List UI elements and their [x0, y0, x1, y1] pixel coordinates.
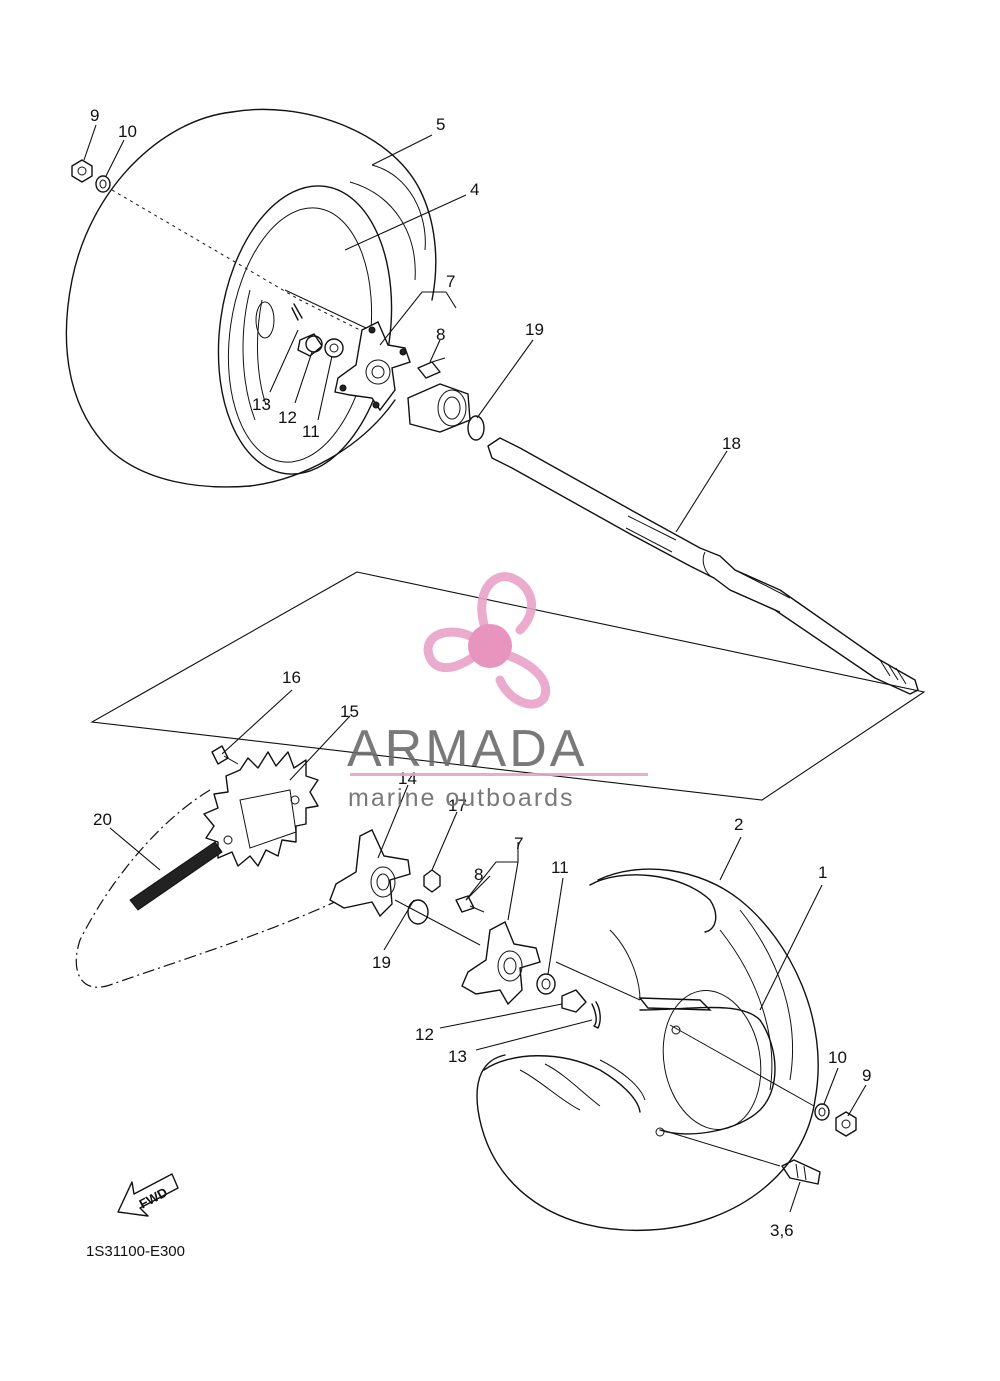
rear-tire-lower [476, 868, 819, 1232]
callout-labels: 9 10 5 4 7 8 19 13 12 11 18 16 15 14 17 … [90, 106, 871, 1240]
watermark-brand: ARMADA [347, 720, 587, 778]
nut-washer-set-upper [291, 303, 344, 358]
callout-12-top: 12 [278, 408, 297, 427]
callout-1: 1 [818, 863, 827, 882]
watermark-underline [350, 773, 648, 776]
axle-nut-upper [71, 159, 111, 193]
leader-lines [83, 124, 867, 1213]
callout-17: 17 [448, 796, 467, 815]
drive-sprocket [203, 751, 319, 867]
rear-axle-shaft [487, 437, 919, 695]
drive-chain [75, 789, 361, 988]
o-ring-upper [467, 415, 485, 441]
callout-2: 2 [734, 815, 743, 834]
callout-9-top: 9 [90, 106, 99, 125]
callout-18: 18 [722, 434, 741, 453]
callout-12-bottom: 12 [415, 1025, 434, 1044]
callout-3-6: 3,6 [770, 1221, 794, 1240]
callout-9-bottom: 9 [862, 1066, 871, 1085]
hub-bolt-lower [455, 895, 485, 913]
callout-19-top: 19 [525, 320, 544, 339]
watermark-tagline: marine outboards [348, 784, 575, 812]
diagram-code: 1S31100-E300 [86, 1243, 185, 1260]
exploded-view-frame [90, 571, 926, 801]
propeller-logo-icon [423, 572, 551, 709]
wheel-hub-lower [461, 921, 541, 1006]
callout-7-bottom: 7 [514, 834, 523, 853]
axis-line-lower [394, 899, 481, 946]
armada-watermark: ARMADA marine outboards [347, 572, 648, 812]
forward-direction-arrow: FWD [117, 1173, 179, 1217]
washer-lower [536, 973, 556, 995]
castle-nut-lower [561, 989, 601, 1029]
callout-20: 20 [93, 810, 112, 829]
callout-13-top: 13 [252, 395, 271, 414]
callout-11-top: 11 [302, 422, 320, 441]
callout-4: 4 [470, 180, 479, 199]
callout-19-bottom: 19 [372, 953, 391, 972]
sprocket-hub [329, 829, 411, 918]
callout-10-top: 10 [118, 122, 137, 141]
sprocket-hub-nut [423, 869, 441, 893]
o-ring-lower [407, 899, 429, 925]
valve-stem [781, 1159, 821, 1185]
callout-16: 16 [282, 668, 301, 687]
bearing-housing [407, 383, 471, 433]
axis-line-upper [111, 189, 361, 331]
callout-15: 15 [340, 702, 359, 721]
wheel-hub-upper [334, 321, 411, 412]
sprocket-bolt [211, 745, 239, 765]
callout-8-bottom: 8 [474, 865, 483, 884]
callout-7-top: 7 [446, 272, 455, 291]
rear-tire-upper [65, 108, 437, 488]
fwd-label: FWD [137, 1184, 170, 1211]
callout-8-top: 8 [436, 325, 445, 344]
hub-bolt-upper [417, 357, 446, 379]
callout-10-bottom: 10 [828, 1048, 847, 1067]
callout-11-bottom: 11 [551, 858, 569, 877]
axle-nut-lower [814, 1103, 857, 1137]
callout-5: 5 [436, 115, 445, 134]
callout-13-bottom: 13 [448, 1047, 467, 1066]
